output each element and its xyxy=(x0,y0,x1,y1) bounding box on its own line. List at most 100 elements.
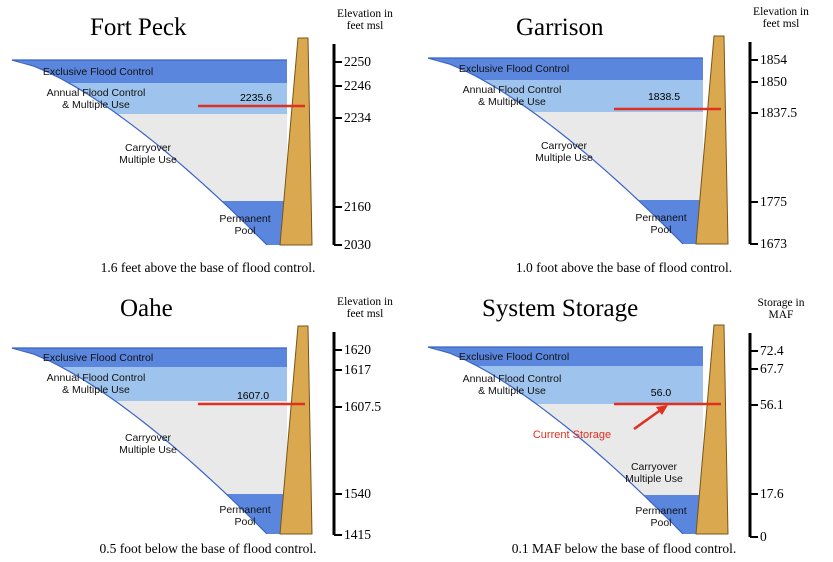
reservoir-outline xyxy=(11,59,287,246)
current-storage-label: Current Storage xyxy=(532,429,612,441)
panel-title: Fort Peck xyxy=(90,14,187,41)
axis-title-line: Storage in xyxy=(757,297,805,309)
dam-icon xyxy=(695,324,729,535)
label-carryover-multiple-use-line: Carryover xyxy=(540,140,588,152)
reservoir-cross-section xyxy=(427,35,758,245)
axis-tick-label: 2030 xyxy=(344,237,371,252)
label-annual-flood-control-line: & Multiple Use xyxy=(478,385,546,397)
axis-title-line: feet msl xyxy=(346,308,384,320)
axis-tick-label: 1415 xyxy=(344,527,371,542)
axis-tick-label: 1837.5 xyxy=(760,105,798,120)
zone-permanent-pool xyxy=(638,200,703,244)
panel-caption: 0.5 foot below the base of flood control… xyxy=(99,541,317,556)
panel-caption: 0.1 MAF below the base of flood control. xyxy=(511,541,737,556)
axis-tick-label: 1607.5 xyxy=(344,399,382,414)
label-permanent-pool-line: Pool xyxy=(650,516,672,529)
label-annual-flood-control-line: Annual Flood Control xyxy=(462,373,562,385)
zone-exclusive-flood-control xyxy=(12,348,287,367)
axis-tick-label: 1617 xyxy=(344,362,371,377)
label-carryover-multiple-use-line: Multiple Use xyxy=(119,443,177,456)
reservoir-outline xyxy=(11,347,287,535)
current-level-value: 1607.0 xyxy=(236,390,270,402)
label-annual-flood-control-line: Annual Flood Control xyxy=(462,84,562,96)
axis-title-line: Elevation in xyxy=(337,8,393,20)
axis-tick-label: 2246 xyxy=(344,78,371,93)
label-exclusive-flood-control: Exclusive Flood Control xyxy=(459,63,569,75)
label-annual-flood-control-line: & Multiple Use xyxy=(62,98,130,111)
label-exclusive-flood-control-line: Exclusive Flood Control xyxy=(458,350,570,363)
zone-permanent-pool xyxy=(643,495,703,534)
panel-caption: 1.0 foot above the base of flood control… xyxy=(515,260,733,275)
label-permanent-pool-line: Permanent xyxy=(219,213,271,225)
axis-title-line: MAF xyxy=(768,309,794,321)
label-permanent-pool-line: Pool xyxy=(234,516,256,528)
axis-title-line: Elevation in xyxy=(753,6,809,18)
zone-exclusive-flood-control xyxy=(428,58,703,80)
label-carryover-multiple-use-line: Carryover xyxy=(124,431,172,444)
label-permanent-pool-line: Pool xyxy=(650,224,672,236)
label-annual-flood-control: Annual Flood Control& Multiple Use xyxy=(47,372,146,396)
axis-tick-label: 2160 xyxy=(344,199,371,214)
label-annual-flood-control-line: & Multiple Use xyxy=(62,384,130,396)
panel-title: Garrison xyxy=(516,14,604,41)
label-permanent-pool-line: Permanent xyxy=(219,504,271,516)
axis-title-line: Elevation in xyxy=(337,296,393,308)
current-level-value: 2235.6 xyxy=(239,92,273,104)
axis-title-line: feet msl xyxy=(346,20,384,32)
zone-annual-flood-control xyxy=(477,366,703,404)
axis-tick-label: 56.1 xyxy=(760,397,784,412)
axis-tick-label: 0 xyxy=(760,529,767,544)
reservoir-cross-section xyxy=(11,325,342,536)
label-carryover-multiple-use-line: Multiple Use xyxy=(535,152,593,164)
label-annual-flood-control: Annual Flood Control& Multiple Use xyxy=(463,84,562,108)
zone-carryover-multiple-use xyxy=(532,112,703,200)
panel-caption: 1.6 feet above the base of flood control… xyxy=(100,260,316,275)
reservoir-cross-section xyxy=(11,37,342,246)
reservoir-cross-section xyxy=(427,324,758,538)
axis-title-line: feet msl xyxy=(762,18,800,30)
label-exclusive-flood-control: Exclusive Flood Control xyxy=(43,352,153,364)
label-exclusive-flood-control: Exclusive Flood Control xyxy=(459,351,569,363)
label-permanent-pool-line: Permanent xyxy=(635,504,687,517)
panel-title: Oahe xyxy=(120,295,173,322)
zone-exclusive-flood-control xyxy=(12,60,287,83)
axis-tick-label: 72.4 xyxy=(760,343,784,358)
current-level-value: 56.0 xyxy=(650,387,672,399)
axis-tick-label: 17.6 xyxy=(760,486,784,501)
label-carryover-multiple-use-line: Carryover xyxy=(630,461,678,473)
dam-icon xyxy=(695,35,729,245)
label-exclusive-flood-control-line: Exclusive Flood Control xyxy=(42,351,154,364)
axis-tick-label: 2250 xyxy=(344,54,371,69)
label-carryover-multiple-use-line: Carryover xyxy=(124,141,172,154)
dam-icon xyxy=(279,37,313,246)
label-annual-flood-control: Annual Flood Control& Multiple Use xyxy=(463,373,562,397)
zone-permanent-pool xyxy=(221,201,287,245)
zone-exclusive-flood-control xyxy=(428,347,703,366)
reservoir-outline xyxy=(427,346,703,535)
current-level-value: 1838.5 xyxy=(647,91,681,103)
zone-annual-flood-control xyxy=(61,367,287,401)
dam-icon xyxy=(279,325,313,535)
axis-tick-label: 1854 xyxy=(760,52,787,67)
zone-carryover-multiple-use xyxy=(536,404,703,495)
label-exclusive-flood-control-line: Exclusive Flood Control xyxy=(458,63,570,75)
axis-tick-label: 67.7 xyxy=(760,361,784,376)
label-carryover-multiple-use-line: Multiple Use xyxy=(625,473,683,485)
axis-tick-label: 1850 xyxy=(760,74,787,89)
label-annual-flood-control-line: & Multiple Use xyxy=(478,96,546,108)
zone-annual-flood-control xyxy=(482,80,703,112)
